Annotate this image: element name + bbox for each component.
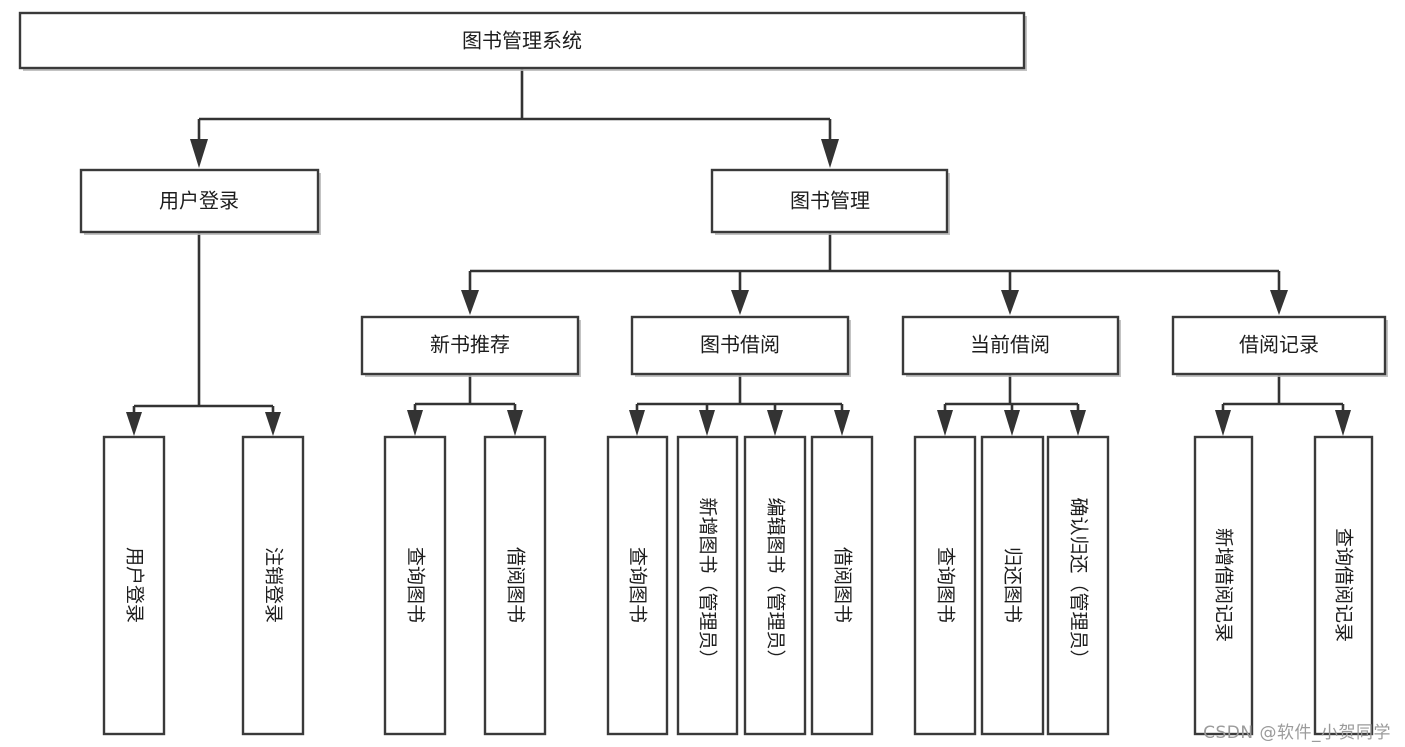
node-leaf-user-login-label: 用户登录 bbox=[124, 547, 146, 623]
node-leaf-borrow-book-borrow-rect bbox=[810, 435, 874, 736]
connector-group-root bbox=[190, 68, 839, 168]
arrow-head-leaf-query-record bbox=[1335, 410, 1351, 436]
node-new-book-recommend-label: 新书推荐 bbox=[430, 333, 510, 357]
node-leaf-edit-book-admin-rect bbox=[743, 435, 807, 736]
node-leaf-return-book-label: 归还图书 bbox=[1002, 547, 1024, 623]
arrow-head-leaf-logout bbox=[265, 412, 281, 436]
node-leaf-borrow-book-rec-rect bbox=[483, 435, 547, 736]
arrow-head-leaf-user-login bbox=[126, 412, 142, 436]
arrow-head-to-current-borrow bbox=[1001, 290, 1019, 315]
node-leaf-query-book-current[interactable]: 查询图书 bbox=[913, 435, 977, 736]
connector-group-book-mgmt bbox=[461, 232, 1288, 315]
connector-group-user-login bbox=[126, 232, 281, 436]
node-book-borrow-label: 图书借阅 bbox=[700, 333, 780, 357]
node-leaf-edit-book-admin-label: 编辑图书（管理员） bbox=[765, 497, 787, 668]
node-borrow-record-rect bbox=[1171, 315, 1387, 376]
node-leaf-add-borrow-record-rect bbox=[1193, 435, 1254, 736]
connector-group-new-book-rec bbox=[407, 374, 523, 436]
node-leaf-query-book-current-rect bbox=[913, 435, 977, 736]
node-leaf-borrow-book-borrow[interactable]: 借阅图书 bbox=[810, 435, 874, 736]
node-leaf-confirm-return-admin-rect bbox=[1046, 435, 1110, 736]
node-leaf-query-book-borrow-rect bbox=[606, 435, 669, 736]
node-leaf-logout-rect bbox=[241, 435, 305, 736]
node-leaf-query-book-borrow[interactable]: 查询图书 bbox=[606, 435, 669, 736]
node-leaf-user-login[interactable]: 用户登录 bbox=[102, 435, 166, 736]
connector-group-borrow-record bbox=[1215, 374, 1351, 436]
node-leaf-borrow-book-rec[interactable]: 借阅图书 bbox=[483, 435, 547, 736]
arrow-head-to-borrow-record bbox=[1270, 290, 1288, 315]
node-book-management-rect bbox=[710, 168, 949, 234]
node-new-book-recommend[interactable]: 新书推荐 bbox=[360, 315, 581, 377]
arrow-head-leaf-edit-book bbox=[767, 410, 783, 436]
node-leaf-query-book-rec-rect bbox=[383, 435, 447, 736]
node-leaf-borrow-book-borrow-label: 借阅图书 bbox=[832, 547, 854, 623]
node-leaf-add-book-admin-label: 新增图书（管理员） bbox=[697, 497, 719, 668]
node-leaf-query-book-rec[interactable]: 查询图书 bbox=[383, 435, 447, 736]
node-leaf-query-borrow-record-label: 查询借阅记录 bbox=[1333, 528, 1355, 642]
node-leaf-query-book-current-label: 查询图书 bbox=[935, 547, 957, 623]
arrow-head-to-book-borrow bbox=[731, 290, 749, 315]
node-leaf-user-login-rect bbox=[102, 435, 166, 736]
node-user-login-label: 用户登录 bbox=[159, 189, 239, 213]
node-borrow-record[interactable]: 借阅记录 bbox=[1171, 315, 1388, 377]
node-leaf-borrow-book-rec-label: 借阅图书 bbox=[505, 547, 527, 623]
node-current-borrow[interactable]: 当前借阅 bbox=[901, 315, 1121, 377]
node-user-login-rect bbox=[79, 168, 320, 234]
node-leaf-add-book-admin[interactable]: 新增图书（管理员） bbox=[676, 435, 739, 736]
arrow-head-root-to-user-login bbox=[190, 139, 208, 168]
arrow-head-leaf-add-record bbox=[1215, 410, 1231, 436]
arrow-head-leaf-borrow-book-2 bbox=[834, 410, 850, 436]
arrow-head-leaf-return-book bbox=[1004, 410, 1020, 436]
node-root-label: 图书管理系统 bbox=[462, 29, 582, 53]
node-root-system[interactable]: 图书管理系统 bbox=[18, 11, 1027, 71]
node-book-borrow-rect bbox=[630, 315, 850, 376]
node-new-book-recommend-rect bbox=[360, 315, 580, 376]
arrow-head-leaf-borrow-book-1 bbox=[507, 410, 523, 436]
node-leaf-query-borrow-record[interactable]: 查询借阅记录 bbox=[1313, 435, 1374, 736]
node-leaf-confirm-return-admin-label: 确认归还（管理员） bbox=[1068, 497, 1090, 668]
node-leaf-query-book-rec-label: 查询图书 bbox=[405, 547, 427, 623]
node-book-management[interactable]: 图书管理 bbox=[710, 168, 950, 235]
connector-group-current-borrow bbox=[937, 374, 1086, 436]
node-leaf-add-borrow-record[interactable]: 新增借阅记录 bbox=[1193, 435, 1254, 736]
node-borrow-record-label: 借阅记录 bbox=[1239, 333, 1319, 357]
arrow-head-to-new-book-rec bbox=[461, 290, 479, 315]
node-leaf-query-book-borrow-label: 查询图书 bbox=[627, 547, 649, 623]
connector-group-book-borrow bbox=[629, 374, 850, 436]
node-leaf-query-borrow-record-rect bbox=[1313, 435, 1374, 736]
arrow-head-leaf-confirm-return bbox=[1070, 410, 1086, 436]
node-leaf-confirm-return-admin[interactable]: 确认归还（管理员） bbox=[1046, 435, 1110, 736]
node-book-management-label: 图书管理 bbox=[790, 189, 870, 213]
arrow-head-root-to-book-mgmt bbox=[821, 139, 839, 168]
node-current-borrow-rect bbox=[901, 315, 1120, 376]
node-user-login[interactable]: 用户登录 bbox=[79, 168, 321, 235]
arrow-head-leaf-add-book bbox=[699, 410, 715, 436]
arrow-head-leaf-query-book-3 bbox=[937, 410, 953, 436]
node-root-rect bbox=[18, 11, 1026, 70]
node-leaf-logout-label: 注销登录 bbox=[263, 547, 285, 623]
node-leaf-return-book[interactable]: 归还图书 bbox=[980, 435, 1045, 736]
arrow-head-leaf-query-book-1 bbox=[407, 410, 423, 436]
arrow-head-leaf-query-book-2 bbox=[629, 410, 645, 436]
node-leaf-edit-book-admin[interactable]: 编辑图书（管理员） bbox=[743, 435, 807, 736]
node-leaf-add-book-admin-rect bbox=[676, 435, 739, 736]
node-leaf-return-book-rect bbox=[980, 435, 1045, 736]
node-leaf-add-borrow-record-label: 新增借阅记录 bbox=[1213, 528, 1235, 642]
node-leaf-logout[interactable]: 注销登录 bbox=[241, 435, 305, 736]
node-book-borrow[interactable]: 图书借阅 bbox=[630, 315, 851, 377]
node-current-borrow-label: 当前借阅 bbox=[970, 333, 1050, 357]
